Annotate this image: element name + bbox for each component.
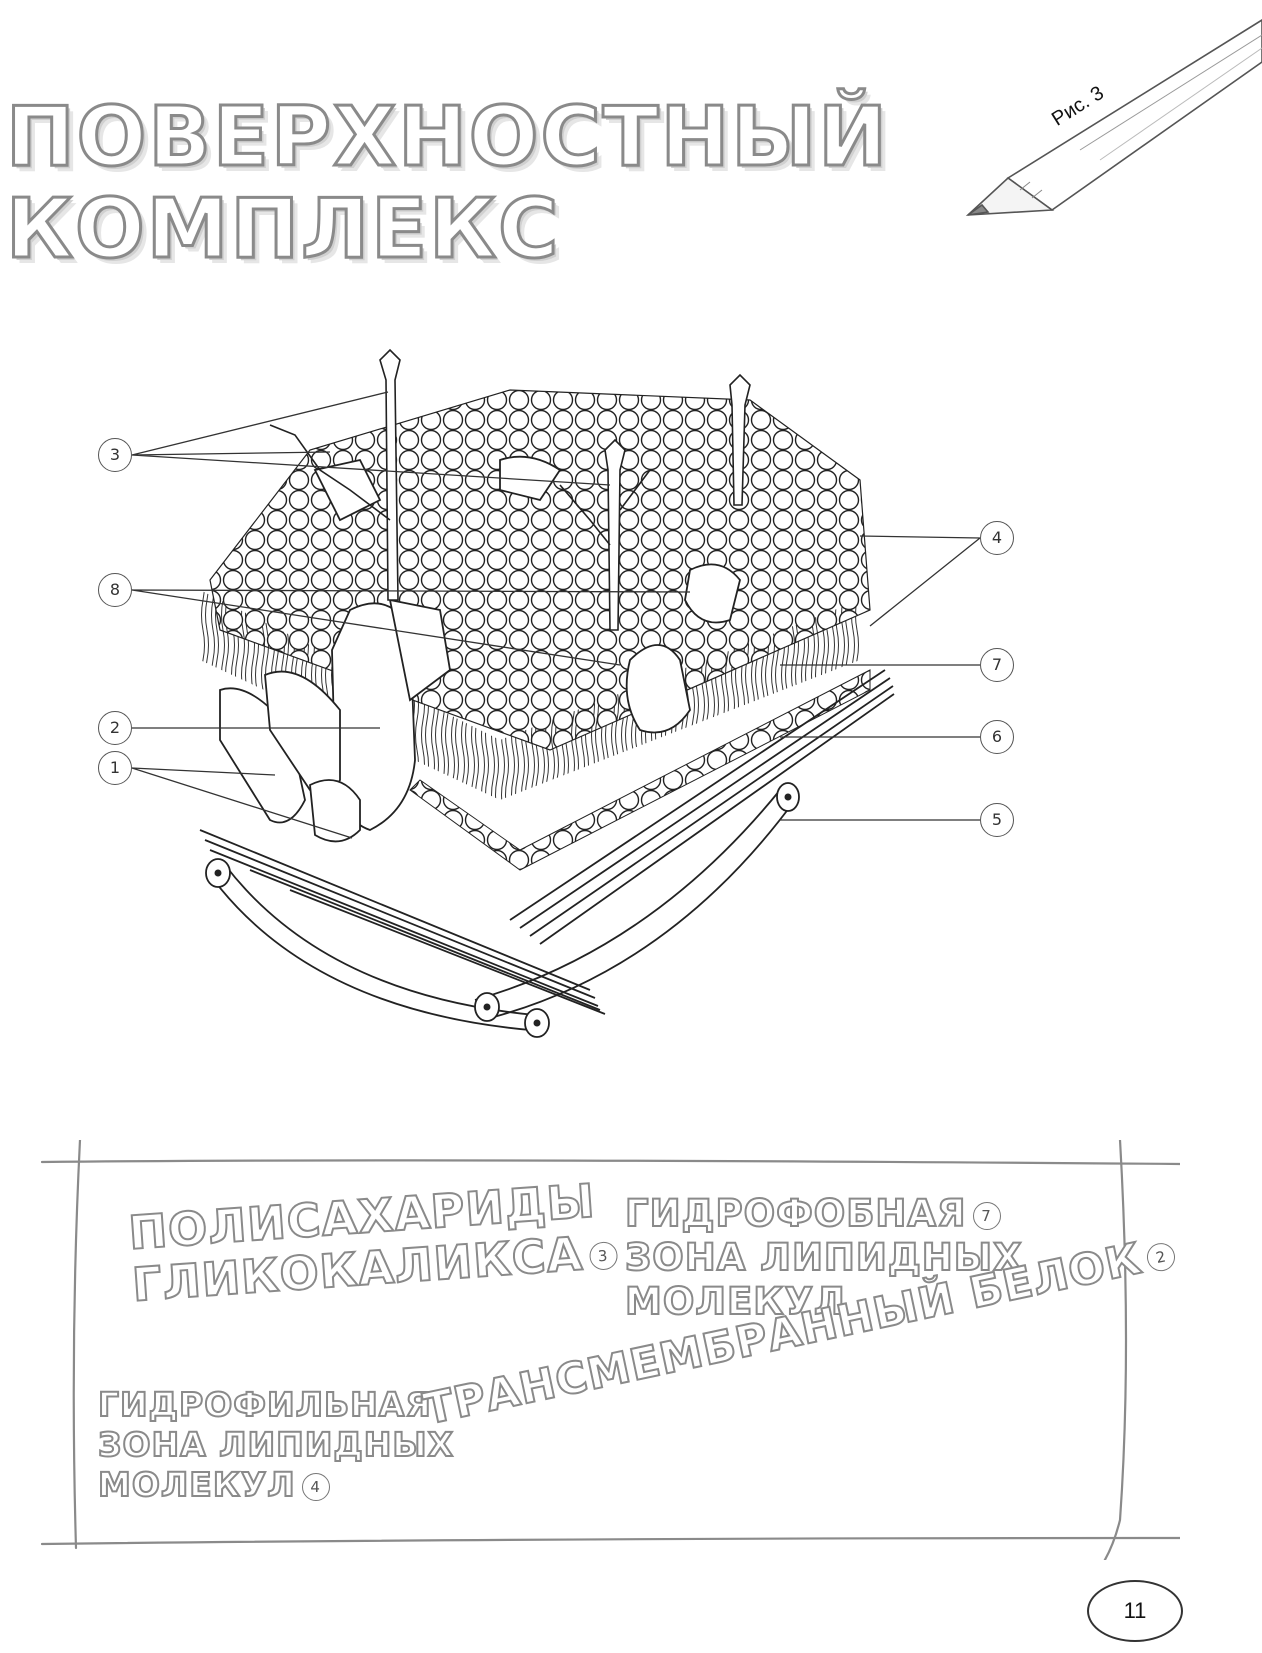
- title-line-1: ПОВЕРХНОСТНЫЙ: [5, 90, 889, 185]
- legend-frame: [40, 1140, 1180, 1560]
- legend-hydrophilic-line-2: ЗОНА ЛИПИДНЫХ: [97, 1424, 455, 1465]
- legend-hydrophilic-line-1: ГИДРОФИЛЬНАЯ: [97, 1384, 432, 1425]
- glycocalyx-branch: [269, 424, 391, 521]
- glycocalyx-branch-2: [559, 469, 651, 546]
- legend-hydrophilic-line-3: МОЛЕКУЛ: [97, 1464, 296, 1505]
- marker-2: 2: [98, 711, 132, 745]
- marker-6: 6: [980, 720, 1014, 754]
- protein-top-left: [313, 458, 382, 522]
- glycocalyx-chain-1: [379, 348, 401, 601]
- protein-right: [625, 644, 691, 734]
- legend-hydrophobic-line-1: ГИДРОФОБНАЯ: [624, 1191, 967, 1236]
- protein-top-middle: [499, 455, 562, 502]
- marker-7: 7: [980, 648, 1014, 682]
- marker-4: 4: [980, 521, 1014, 555]
- microtubule-left: [209, 874, 531, 1031]
- marker-3: 3: [98, 438, 132, 472]
- membrane-diagram: [131, 348, 981, 1038]
- legend-number-2: 2: [1144, 1239, 1178, 1274]
- legend-number-3: 3: [588, 1240, 619, 1271]
- page-title: ПОВЕРХНОСТНЫЙ КОМПЛЕКС: [5, 90, 889, 277]
- protein-block: [388, 598, 451, 702]
- legend-number-7: 7: [972, 1201, 1001, 1230]
- marker-5: 5: [980, 803, 1014, 837]
- legend-hydrophobic-line-3: МОЛЕКУЛ: [624, 1279, 846, 1324]
- microfilaments-right: [509, 669, 895, 945]
- glycocalyx-chain-3: [729, 373, 751, 506]
- page-number: 11: [1087, 1580, 1183, 1642]
- legend-hydrophobic-line-2: ЗОНА ЛИПИДНЫХ: [624, 1235, 1023, 1280]
- marker-1: 1: [98, 751, 132, 785]
- title-line-2: КОМПЛЕКС: [5, 182, 561, 277]
- microfilaments-left: [199, 829, 606, 1015]
- lipid-bottom-row: [409, 669, 871, 871]
- microtubule-right: [474, 789, 781, 1001]
- pencil-illustration: [965, 19, 1262, 216]
- hydrophobic-zone: [200, 590, 860, 800]
- legend-number-4: 4: [301, 1472, 330, 1501]
- glycocalyx-chain-2: [604, 438, 626, 631]
- peripheral-protein-3: [309, 779, 361, 843]
- marker-8: 8: [98, 573, 132, 607]
- protein-right-small: [684, 563, 741, 624]
